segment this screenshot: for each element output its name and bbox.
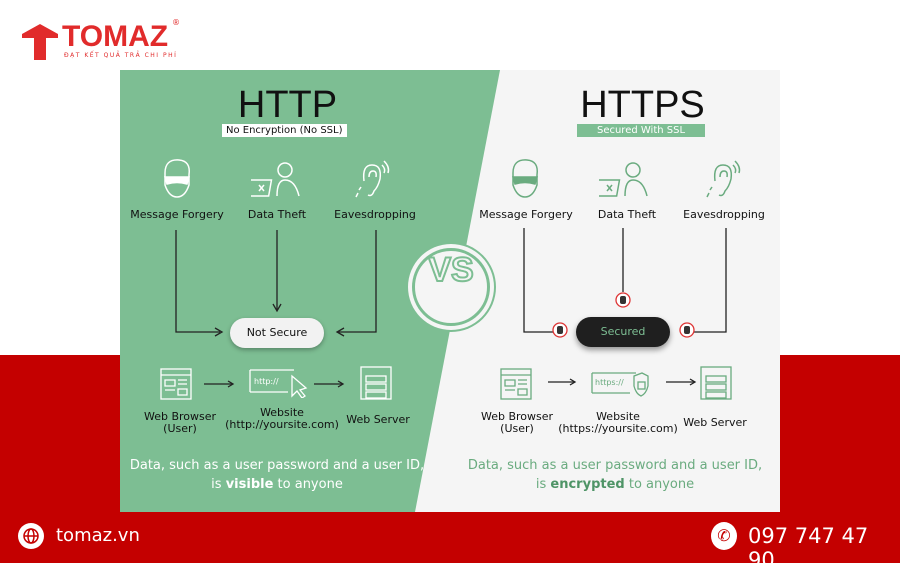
- registered-mark: ®: [172, 18, 180, 27]
- brand-tagline: ĐẠT KẾT QUẢ TRẢ CHI PHÍ: [64, 52, 178, 59]
- https-description: Data, such as a user password and a user…: [467, 458, 763, 492]
- ear-eavesdropping-icon: [355, 160, 390, 198]
- hacker-mask-icon: [164, 159, 191, 198]
- http-web-server-label: Web Server: [346, 413, 410, 426]
- http-threat-message-forgery: Message Forgery: [130, 208, 224, 221]
- https-title: HTTPS: [580, 84, 705, 126]
- http-title: HTTP: [237, 84, 338, 126]
- website-link[interactable]: tomaz.vn: [56, 525, 140, 546]
- http-subtitle: No Encryption (No SSL): [222, 124, 347, 137]
- phone-icon: ✆: [711, 522, 737, 550]
- vs-badge: VS: [412, 248, 490, 326]
- web-server-icon: [700, 366, 732, 400]
- http-not-secure-badge: Not Secure: [230, 318, 324, 348]
- laptop-hacker-icon: [599, 162, 648, 197]
- https-subtitle: Secured With SSL: [577, 124, 705, 137]
- https-web-server-label: Web Server: [683, 416, 747, 429]
- website-url-cursor-icon: http://: [249, 369, 308, 398]
- web-browser-icon: [500, 368, 532, 400]
- brand-logo: TOMAZ ® ĐẠT KẾT QUẢ TRẢ CHI PHÍ: [22, 18, 180, 64]
- https-threat-eavesdropping: Eavesdropping: [683, 208, 765, 221]
- https-threat-data-theft: Data Theft: [597, 208, 657, 221]
- svg-text:https://: https://: [595, 378, 624, 387]
- http-web-browser-label: Web Browser(User): [143, 410, 217, 435]
- ear-eavesdropping-icon: [706, 160, 741, 198]
- web-server-icon: [360, 366, 392, 400]
- https-threat-message-forgery: Message Forgery: [479, 208, 573, 221]
- http-green-panel: [120, 70, 500, 512]
- stop-hand-icons: [552, 292, 695, 338]
- svg-text:http://: http://: [254, 377, 279, 386]
- web-browser-icon: [160, 368, 192, 400]
- https-website-label: Website(https://yoursite.com): [558, 410, 678, 435]
- http-threat-eavesdropping: Eavesdropping: [334, 208, 416, 221]
- https-web-browser-label: Web Browser(User): [480, 410, 554, 435]
- https-secured-badge: Secured: [576, 317, 670, 347]
- website-https-lock-icon: https://: [591, 372, 649, 397]
- tomaz-logo-icon: [22, 22, 58, 60]
- http-website-label: Website(http://yoursite.com): [225, 406, 339, 431]
- http-vs-https-infographic: HTTP No Encryption (No SSL) Message Forg…: [120, 70, 780, 512]
- hacker-mask-icon: [512, 159, 539, 198]
- phone-number[interactable]: 097 747 47 90: [748, 524, 869, 572]
- http-threat-data-theft: Data Theft: [247, 208, 307, 221]
- laptop-hacker-icon: [251, 162, 300, 197]
- http-description: Data, such as a user password and a user…: [129, 458, 425, 492]
- brand-name: TOMAZ: [62, 20, 169, 53]
- connector-arrows: [175, 228, 727, 388]
- globe-icon: [18, 523, 44, 549]
